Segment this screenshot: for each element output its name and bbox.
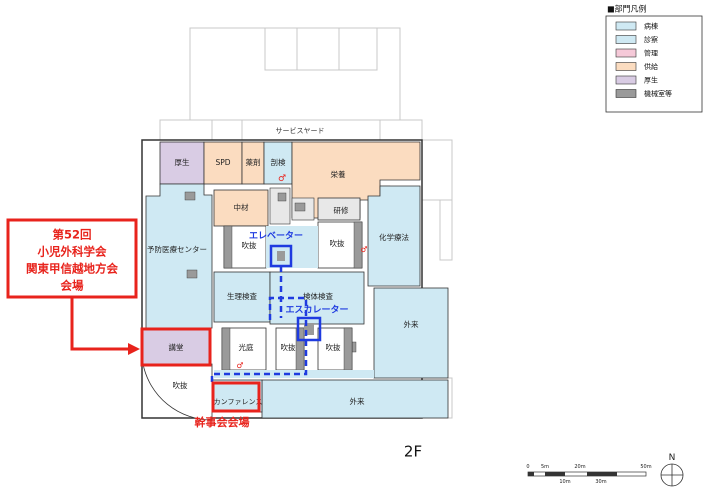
exec-venue-label: 幹事会会場 — [195, 415, 250, 429]
legend-swatch — [615, 48, 637, 58]
label-chuzai: 中材 — [234, 202, 249, 212]
escalator-label: エスカレーター — [285, 304, 348, 316]
label-fukinuke-2: 吹抜 — [330, 238, 345, 248]
label-gairai-1: 外来 — [404, 319, 419, 329]
label-yobou: 予防医療センター — [147, 244, 207, 254]
room-chuzai — [213, 189, 269, 227]
main-venue-arrow — [70, 297, 130, 351]
legend-swatch — [615, 62, 637, 71]
main-venue-highlight — [140, 327, 212, 367]
elevator-label: エレベーター — [249, 230, 303, 242]
svg-text:♂: ♂ — [236, 361, 243, 370]
scale-tick-30m: 30m — [595, 479, 606, 485]
walking-route — [210, 266, 308, 384]
label-kousei: 厚生 — [175, 157, 190, 167]
legend-swatch — [615, 89, 637, 98]
escalator-marker — [296, 316, 322, 342]
room-yobou — [145, 183, 213, 329]
room-conference — [211, 379, 263, 413]
label-seiri: 生理検査 — [227, 291, 257, 301]
label-conference: カンファレンス — [214, 398, 263, 406]
svg-text:♂: ♂ — [360, 245, 367, 254]
scale-tick-0: 0 — [526, 464, 529, 470]
main-venue-line-1: 第52回 — [52, 228, 91, 242]
legend-swatch — [615, 75, 637, 85]
room-seiri — [213, 271, 271, 323]
label-gairai-2: 外来 — [350, 396, 365, 406]
label-yakuzai: 薬剤 — [246, 157, 261, 167]
label-kenshu: 研修 — [334, 205, 349, 215]
legend-swatch — [615, 21, 637, 31]
legend-label: 機械室等 — [644, 89, 672, 98]
scale-bar: 0 5m 20m 50m 10m 30m N — [526, 453, 684, 487]
legend-label: 診察 — [644, 35, 658, 44]
route-overlay: エレベーター エスカレーター 第52回 小児外科学会 関東甲信越地方会 会場 幹… — [6, 218, 349, 429]
label-spd: SPD — [215, 158, 230, 167]
label-fukinuke-4: 吹抜 — [326, 342, 341, 352]
legend-label: 供給 — [644, 62, 658, 71]
label-fukinuke-1: 吹抜 — [242, 240, 257, 250]
label-fukinuke-3: 吹抜 — [281, 342, 296, 352]
room-kodo — [142, 329, 210, 365]
room-labels: 厚生 SPD 薬剤 剖検 栄養 中材 研修 予防医療センター 吹抜 吹抜 化学療… — [147, 157, 419, 406]
room-gairai-bottom — [261, 379, 449, 419]
main-venue-callout — [6, 218, 138, 299]
north-arrow: N — [660, 453, 684, 487]
legend-label: 病棟 — [644, 22, 658, 31]
main-venue-line-2: 小児外科学会 — [37, 245, 107, 259]
label-fukinuke-5: 吹抜 — [173, 380, 188, 390]
scale-tick-5m: 5m — [541, 464, 549, 470]
legend-label: 厚生 — [644, 76, 658, 85]
legend-label: 管理 — [644, 49, 658, 58]
label-eiyou: 栄養 — [331, 169, 346, 179]
label-kentai: 検体検査 — [303, 291, 333, 301]
scale-tick-10m: 10m — [559, 479, 570, 485]
legend-title: ■部門凡例 — [607, 4, 647, 14]
label-kento: 剖検 — [271, 157, 286, 167]
svg-text:♂: ♂ — [278, 174, 286, 184]
floor-label: 2F — [404, 443, 422, 461]
label-kagaku: 化学療法 — [379, 232, 409, 242]
legend-swatch — [615, 35, 637, 44]
label-koutei: 光庭 — [239, 342, 254, 352]
main-venue-line-4: 会場 — [60, 279, 84, 293]
room-kenshu — [317, 197, 361, 221]
room-gairai-right — [373, 287, 449, 379]
north-label: N — [669, 453, 676, 463]
floor-plan: ♂ ♂ ♂ — [141, 139, 449, 421]
exec-venue-highlight — [211, 381, 261, 413]
room-spd — [203, 141, 243, 185]
scale-tick-50m: 50m — [640, 464, 651, 470]
label-kodo: 講堂 — [169, 342, 184, 352]
room-label-service-yard: サービスヤード — [276, 126, 325, 135]
room-kagaku — [367, 185, 421, 287]
scale-tick-20m: 20m — [574, 464, 585, 470]
main-venue-line-3: 関東甲信越地方会 — [26, 262, 118, 276]
void-bottom-left — [142, 363, 213, 421]
